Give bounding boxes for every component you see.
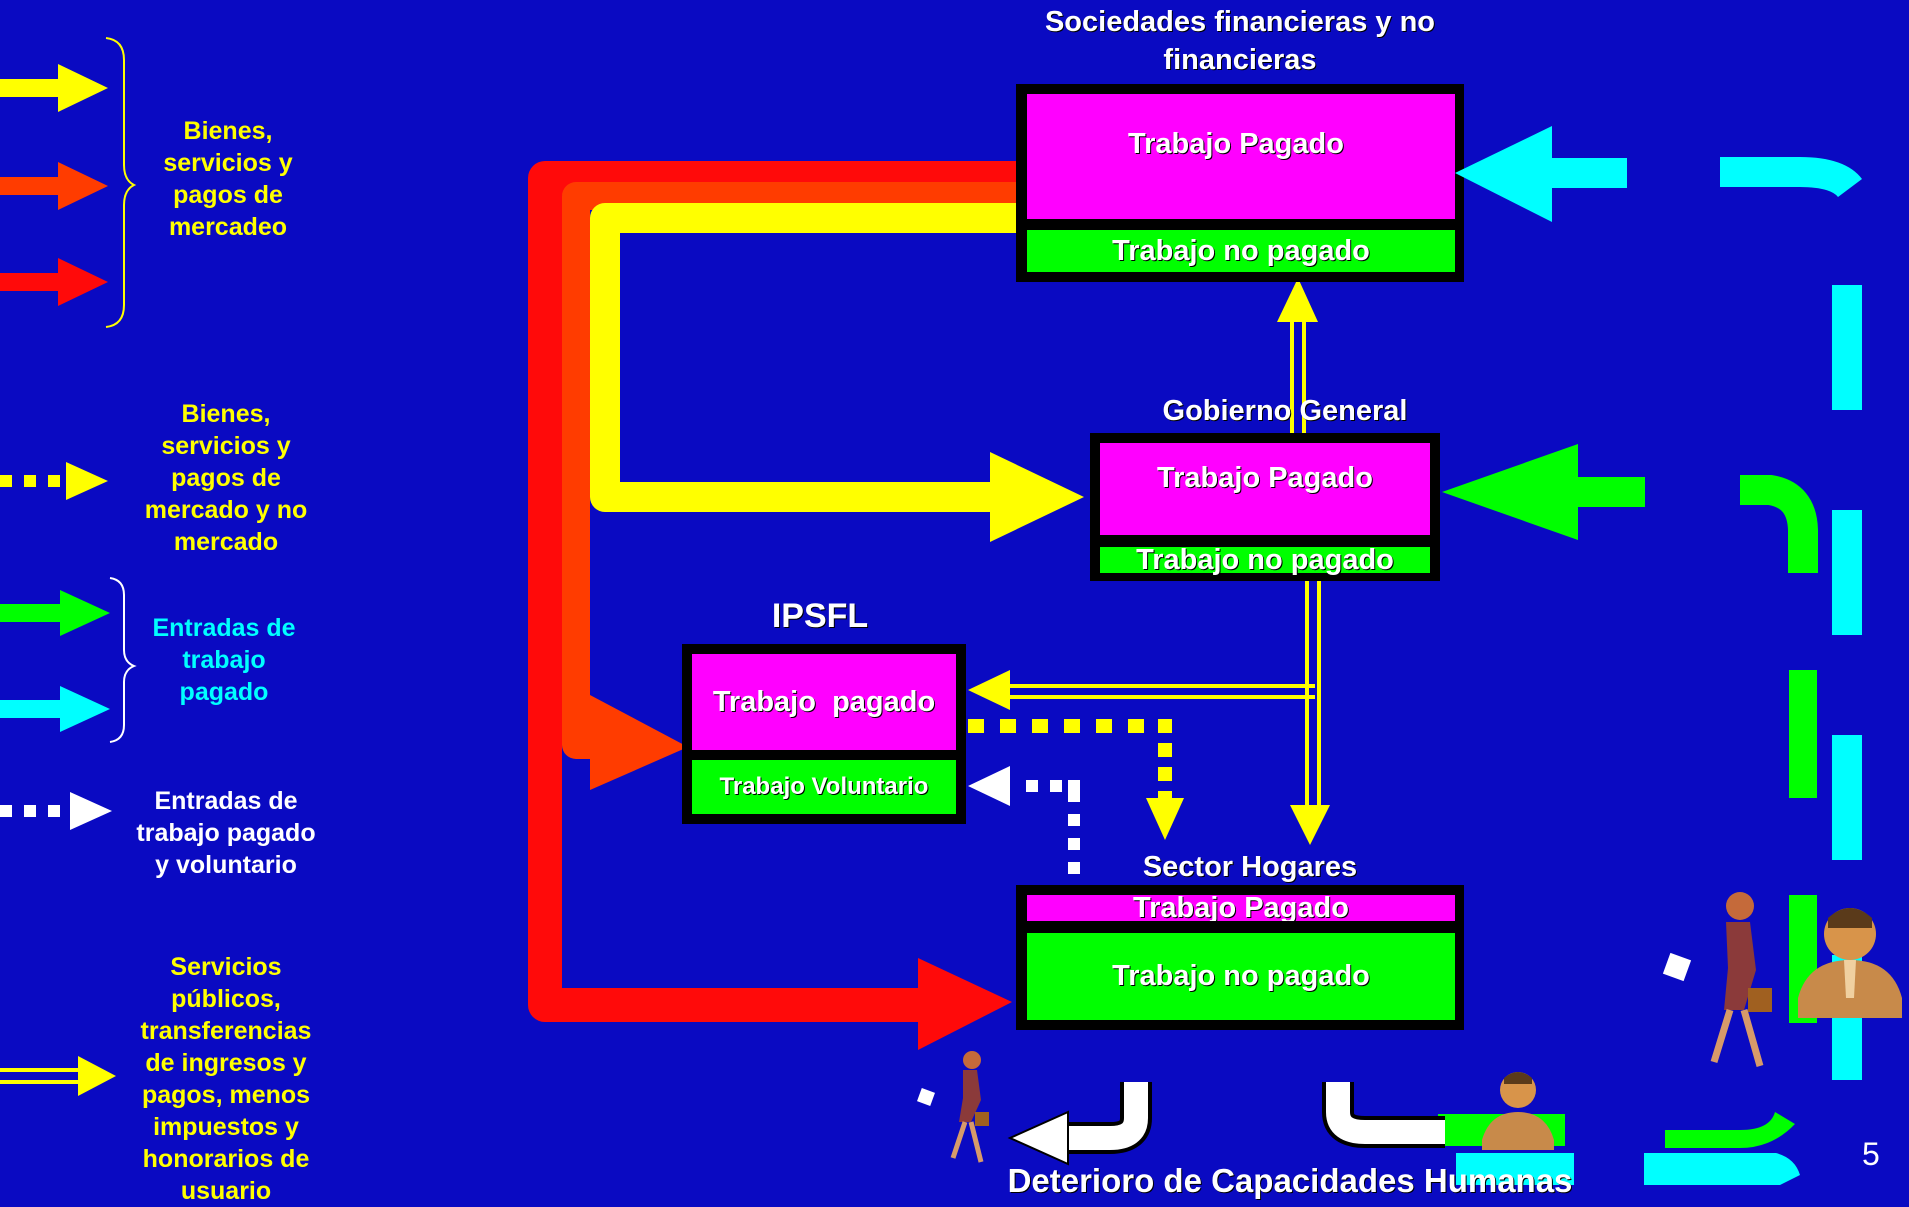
orange-flow-arrowhead [590, 695, 688, 790]
legend-label-market: Bienes, servicios y pagos de mercadeo [163, 117, 293, 241]
households-unpaid-label: Trabajo no pagado [1112, 960, 1370, 992]
gov-to-npish-connector [968, 670, 1315, 710]
legend-arrow-cyan [0, 686, 110, 732]
npish-paid-label: Trabajo pagado [712, 685, 936, 718]
walking-woman-figure-large [1662, 892, 1772, 1067]
npish-voluntary-label: Trabajo Voluntario [719, 773, 929, 800]
legend-arrow-yellow-dotted [0, 462, 108, 500]
government-title: Gobierno General [1162, 395, 1408, 427]
legend-arrow-yellow [0, 64, 108, 112]
legend-arrow-orange [0, 162, 108, 210]
gov-to-corp-connector [1277, 278, 1318, 438]
cyan-arrow-to-corporations [1455, 126, 1627, 222]
npish-box [682, 644, 966, 824]
uturn-arrow-left [1007, 1082, 1152, 1166]
npish-to-households-dotted [968, 719, 1184, 840]
cyan-dashed-curve-top [1720, 157, 1862, 199]
uturn-arrow-right [1322, 1082, 1445, 1148]
yellow-flow-line [590, 203, 1020, 512]
green-dashed-curve [1740, 475, 1818, 573]
legend-arrow-white-dotted [0, 792, 112, 830]
legend-brace-1 [105, 37, 137, 328]
footer-caption: Deterioro de Capacidades Humanas [1007, 1162, 1573, 1199]
legend-label-public-services: Servicios públicos, transferencias de in… [140, 953, 312, 1205]
yellow-flow-arrowhead [990, 452, 1084, 542]
corporations-unpaid-label: Trabajo no pagado [1112, 234, 1370, 267]
legend-label-paid-voluntary: Entradas de trabajo pagado y voluntario [136, 787, 316, 879]
corporations-title: Sociedades financieras y no financieras [1044, 6, 1436, 76]
red-flow-arrowhead [918, 958, 1012, 1050]
corporations-paid-label: Trabajo Pagado [1128, 127, 1344, 160]
government-paid-label: Trabajo Pagado [1157, 461, 1373, 494]
households-box [1016, 885, 1464, 1030]
businessman-figure-large [1798, 908, 1902, 1018]
legend-arrow-green [0, 590, 110, 636]
red-flow-line [528, 161, 1020, 1022]
legend-label-paid-labor: Entradas de trabajo pagado [152, 614, 296, 706]
households-paid-label: Trabajo Pagado [1133, 895, 1349, 921]
legend-brace-2 [109, 577, 137, 743]
legend-arrow-red [0, 258, 108, 306]
households-title: Sector Hogares [1142, 851, 1358, 883]
page-number: 5 [1862, 1136, 1880, 1172]
government-box [1090, 433, 1440, 581]
corporations-box [1016, 84, 1464, 282]
legend-arrow-yellow-double [0, 1056, 116, 1096]
walking-woman-figure [917, 1051, 989, 1163]
npish-title: IPSFL [771, 597, 869, 635]
green-arrow-to-government [1442, 444, 1645, 540]
government-unpaid-label: Trabajo no pagado [1136, 543, 1394, 576]
businessman-figure-small [1482, 1072, 1554, 1150]
households-to-npish-dotted [968, 766, 1080, 874]
legend-label-market-nonmarket: Bienes, servicios y pagos de mercado y n… [144, 400, 308, 556]
green-dashed-vertical [1789, 670, 1817, 1023]
gov-to-households-connector [1290, 580, 1330, 845]
